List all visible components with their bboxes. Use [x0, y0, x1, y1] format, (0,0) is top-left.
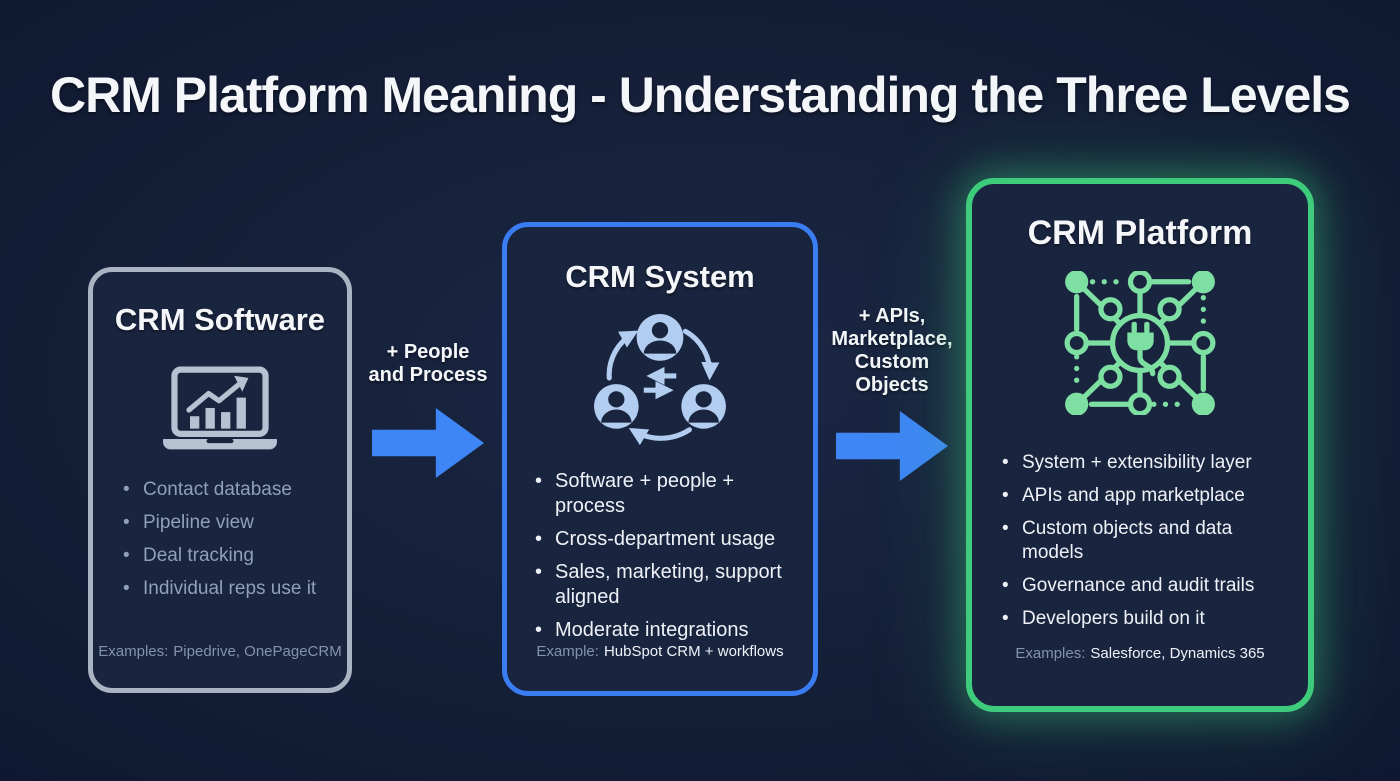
- examples-label: Examples:: [98, 643, 169, 660]
- bullet-dot: [535, 469, 555, 494]
- list-item: Contact database: [123, 478, 329, 502]
- list-item: System + extensibility layer: [1002, 451, 1294, 475]
- crm-software-title: CRM Software: [114, 302, 326, 337]
- right-arrow-icon: [372, 408, 484, 478]
- list-item: Pipeline view: [123, 511, 329, 535]
- list-item: APIs and app marketplace: [1002, 484, 1294, 508]
- bullet-dot: [1002, 517, 1022, 541]
- list-item: Governance and audit trails: [1002, 574, 1294, 598]
- list-item: Custom objects and data models: [1002, 517, 1294, 565]
- bullet-dot: [1002, 607, 1022, 631]
- right-arrow-icon: [836, 411, 948, 481]
- crm-software-box: CRM Software Contact database Pipeline v…: [88, 267, 352, 693]
- crm-platform-bullet-list: System + extensibility layer APIs and ap…: [972, 451, 1308, 640]
- page-title: CRM Platform Meaning - Understanding the…: [50, 67, 1351, 123]
- people-cycle-icon: [594, 314, 726, 445]
- bullet-dot: [535, 560, 555, 585]
- crm-platform-title: CRM Platform: [1027, 214, 1253, 252]
- examples-label: Examples:: [1015, 645, 1086, 662]
- crm-platform-examples: Examples:Salesforce, Dynamics 365: [972, 645, 1308, 662]
- crm-system-bullet-list: Software + people + process Cross-depart…: [507, 469, 813, 651]
- laptop-chart-icon: [163, 366, 277, 450]
- list-item: Cross-department usage: [535, 527, 797, 552]
- list-item: Sales, marketing, support aligned: [535, 560, 797, 610]
- examples-value: Pipedrive, OnePageCRM: [173, 643, 342, 660]
- bullet-dot: [535, 527, 555, 552]
- examples-label: Example:: [536, 643, 599, 660]
- list-item: Individual reps use it: [123, 577, 329, 601]
- arrow-label: + People and Process: [368, 341, 488, 386]
- bullet-dot: [123, 544, 143, 568]
- arrow-label: + APIs, Marketplace, Custom Objects: [831, 305, 953, 396]
- list-item: Moderate integrations: [535, 618, 797, 643]
- crm-platform-box: CRM Platform: [966, 178, 1314, 712]
- list-item: Software + people + process: [535, 469, 797, 519]
- bullet-dot: [123, 511, 143, 535]
- crm-system-title: CRM System: [565, 259, 755, 294]
- bullet-dot: [1002, 574, 1022, 598]
- crm-software-examples: Examples:Pipedrive, OnePageCRM: [93, 643, 347, 660]
- bullet-dot: [123, 577, 143, 601]
- crm-system-box: CRM System: [502, 222, 818, 696]
- bullet-dot: [535, 618, 555, 643]
- examples-value: Salesforce, Dynamics 365: [1090, 645, 1265, 662]
- arrow-group-people-process: + People and Process: [350, 341, 506, 478]
- list-item: Developers build on it: [1002, 607, 1294, 631]
- crm-software-bullet-list: Contact database Pipeline view Deal trac…: [93, 478, 347, 610]
- bullet-dot: [123, 478, 143, 502]
- list-item: Deal tracking: [123, 544, 329, 568]
- crm-system-examples: Example:HubSpot CRM + workflows: [507, 643, 813, 660]
- integration-plug-icon: [1064, 271, 1216, 415]
- examples-value: HubSpot CRM + workflows: [603, 643, 784, 660]
- bullet-dot: [1002, 484, 1022, 508]
- bullet-dot: [1002, 451, 1022, 475]
- arrow-group-apis-marketplace: + APIs, Marketplace, Custom Objects: [818, 305, 966, 481]
